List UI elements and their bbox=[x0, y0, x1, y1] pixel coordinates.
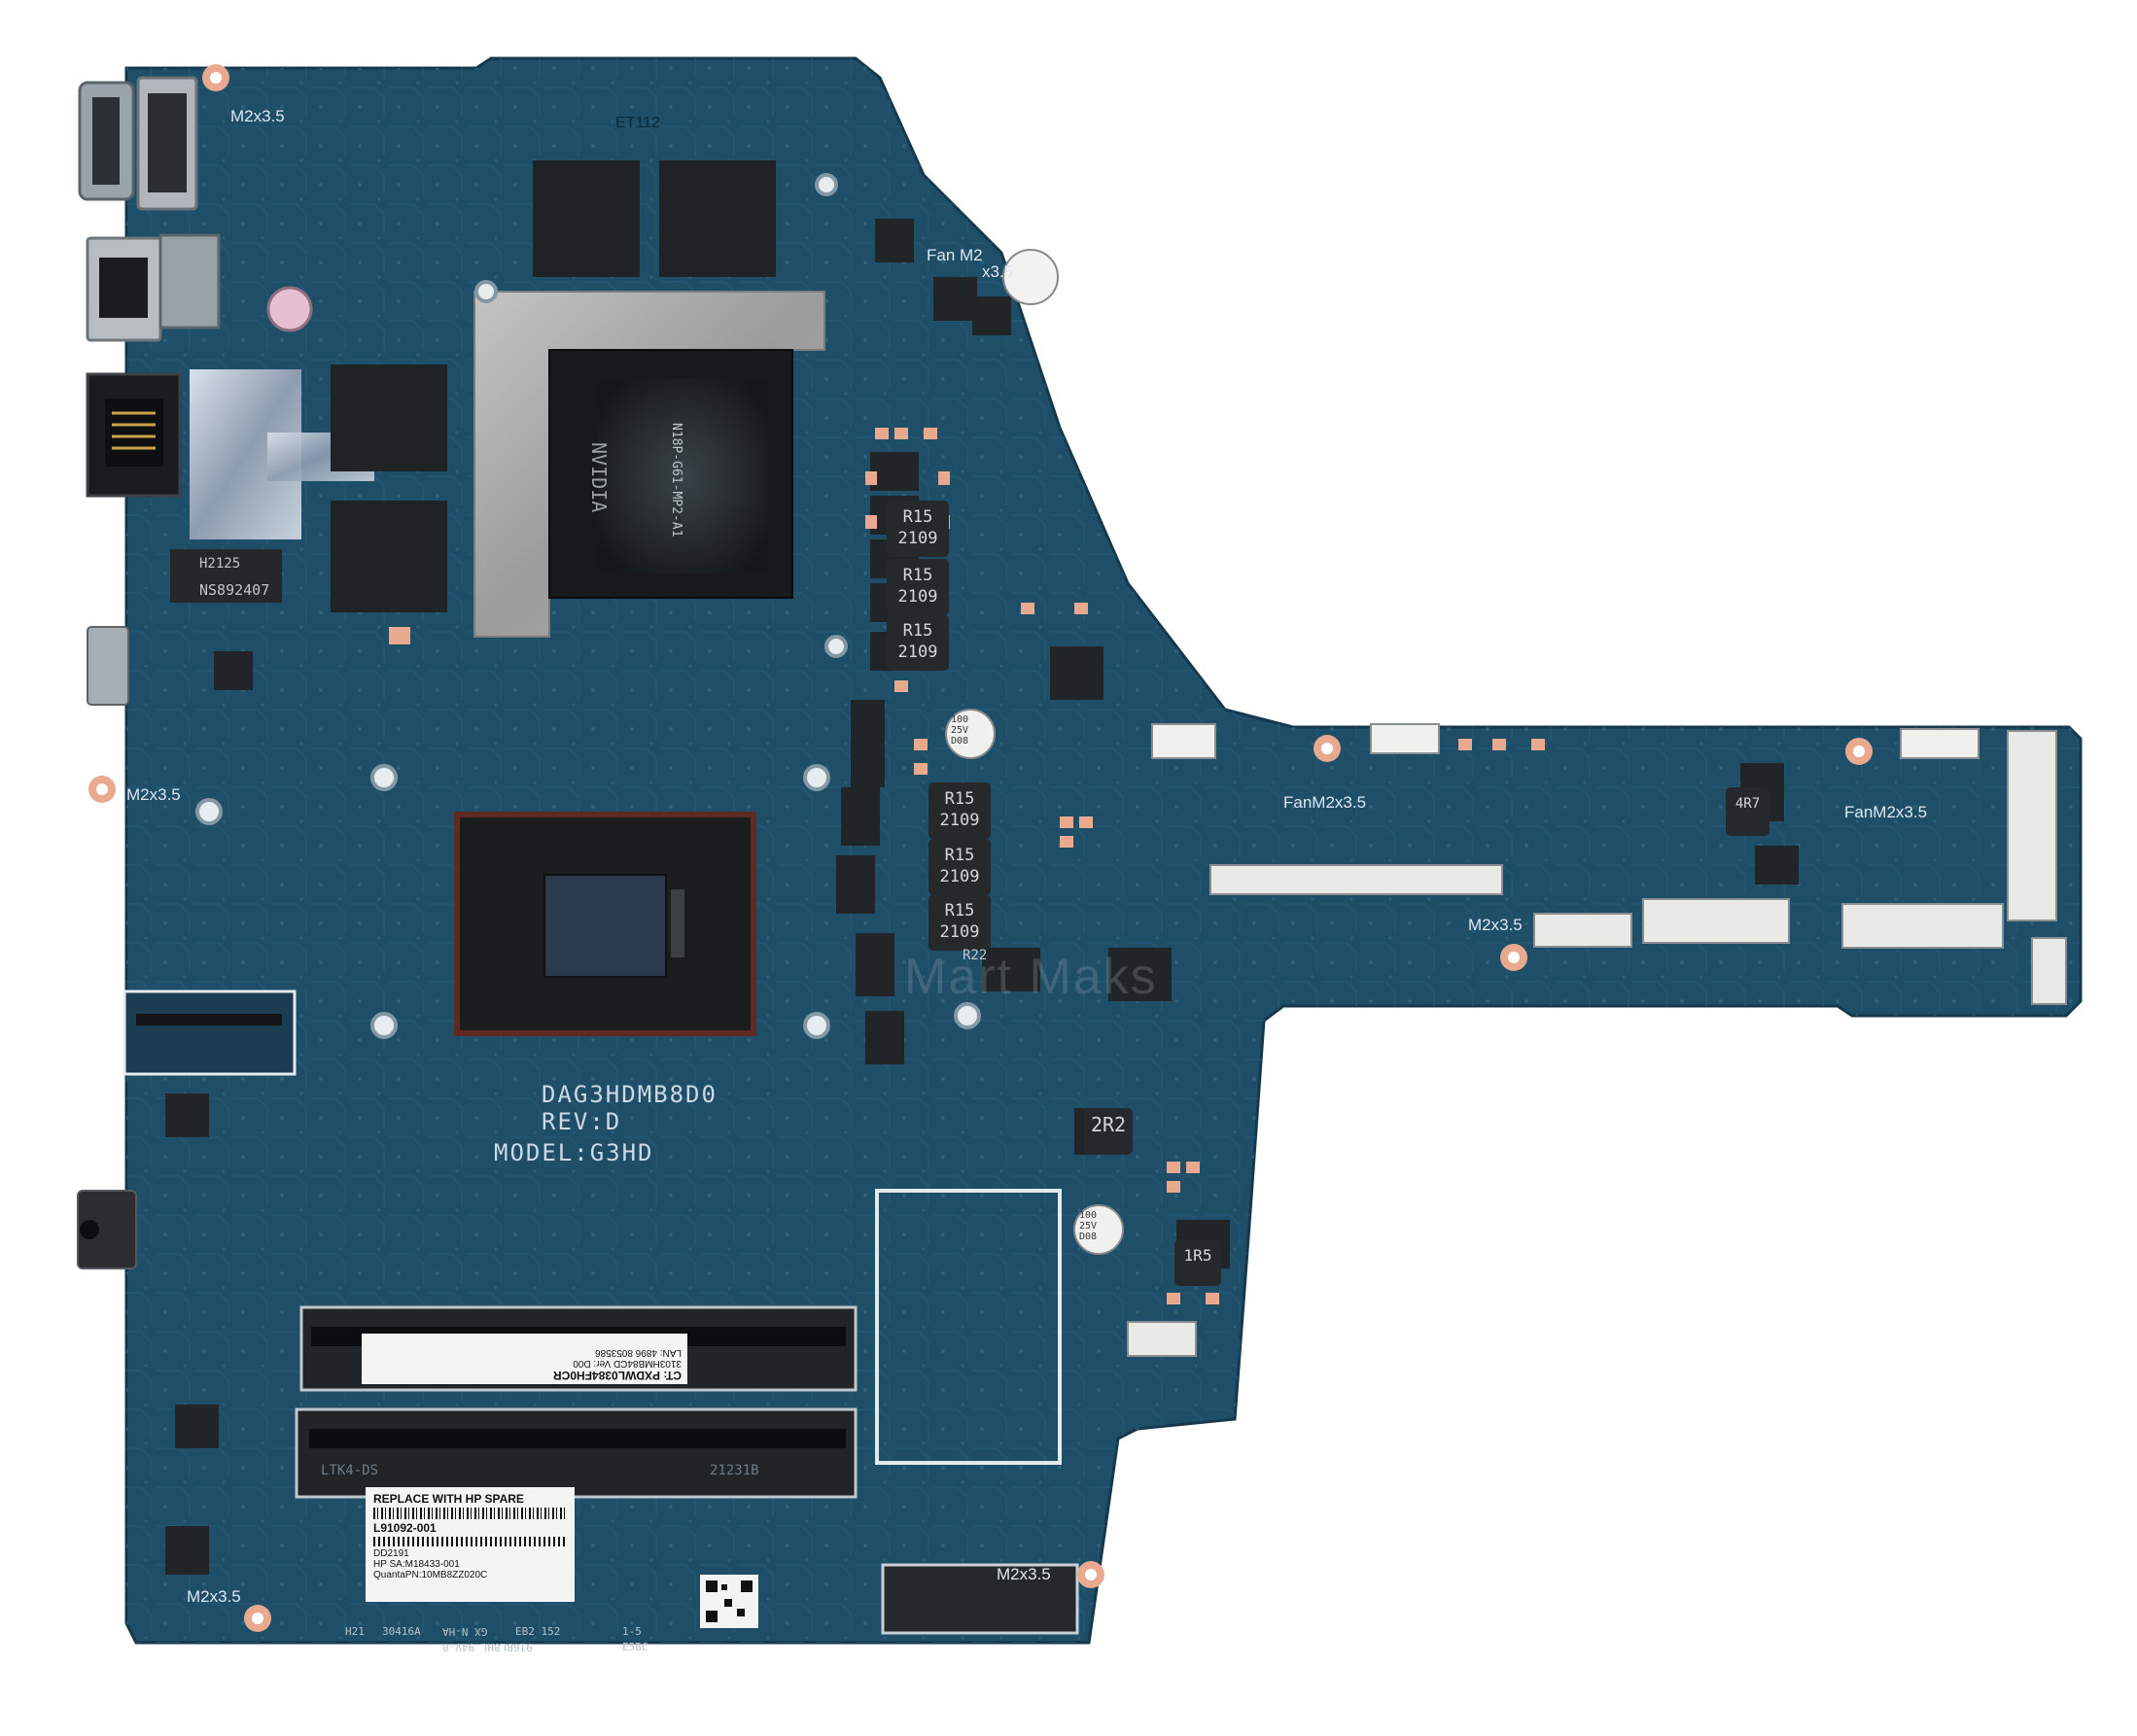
lan-chip-line2: NS892407 bbox=[199, 581, 270, 599]
inductor-r15: R15 2109 bbox=[887, 501, 949, 557]
board-model: MODEL:G3HD bbox=[494, 1139, 654, 1166]
small-capacitor bbox=[266, 286, 313, 332]
screw-label: M2x3.5 bbox=[1468, 916, 1523, 934]
vram-chip bbox=[331, 501, 447, 612]
fpc-connector bbox=[1642, 898, 1790, 944]
vram-chip bbox=[533, 160, 640, 277]
inductor-2r2: 2R2 bbox=[1084, 1108, 1133, 1155]
lan-chip-line1: H2125 bbox=[199, 556, 241, 572]
pcb-code: 1-5 bbox=[622, 1625, 642, 1638]
fan-label-size: x3.5 bbox=[982, 262, 1014, 281]
hp-label-line4: HP SA:M18433-001 bbox=[373, 1559, 460, 1570]
inductor-r15: R15 2109 bbox=[928, 782, 991, 839]
fan-label: FanM2x3.5 bbox=[1283, 793, 1367, 812]
barcode-label: CT: PXDWL0384FH0CR 3103HMB84CD Ver: D00 … bbox=[362, 1334, 687, 1384]
screw-label: M2x3.5 bbox=[187, 1587, 241, 1606]
edge-code: ET112 bbox=[615, 115, 660, 131]
fan-connector bbox=[1900, 728, 1979, 759]
sd-card-slot bbox=[158, 233, 221, 330]
fpc-connector bbox=[2007, 730, 2057, 921]
m2-slot-bottom bbox=[881, 1563, 1079, 1635]
m2-area-outline bbox=[875, 1189, 1062, 1465]
hp-label-line3: DD2191 bbox=[373, 1548, 409, 1559]
capacitor bbox=[945, 709, 996, 759]
pcb-code: 30416A bbox=[382, 1625, 421, 1638]
gpu-brand: NVIDIA bbox=[587, 442, 611, 513]
pcb-code: H21 bbox=[345, 1625, 365, 1638]
screw-label: M2x3.5 bbox=[126, 785, 181, 804]
hp-spare-label: REPLACE WITH HP SPARE L91092-001 DD2191 … bbox=[366, 1487, 575, 1602]
board-revision: REV:D bbox=[542, 1108, 622, 1135]
cpu-die bbox=[543, 874, 667, 978]
vram-chip bbox=[331, 365, 447, 471]
audio-jack bbox=[77, 1190, 137, 1269]
gpu-die bbox=[598, 379, 768, 573]
capacitor bbox=[1073, 1204, 1124, 1255]
vram-chip bbox=[659, 160, 776, 277]
screw-label: M2x3.5 bbox=[997, 1565, 1051, 1583]
hp-label-line5: QuantaPN:10MB8ZZ020C bbox=[373, 1570, 488, 1580]
round-sticker bbox=[1002, 249, 1059, 305]
inductor-r15: R15 2109 bbox=[928, 894, 991, 951]
fpc-connector bbox=[1127, 1321, 1197, 1357]
capacitor-marking: 100 25V D08 bbox=[1079, 1210, 1098, 1242]
ram-slot-bottom bbox=[295, 1407, 858, 1499]
watermark: Mart Maks bbox=[904, 949, 1158, 1005]
inductor-4r7: 4R7 bbox=[1726, 787, 1769, 836]
fpc-connector bbox=[1209, 864, 1503, 895]
ram-slot-marking: LTK4-DS bbox=[321, 1463, 379, 1478]
small-code: R22 bbox=[963, 948, 988, 963]
inductor-r15: R15 2109 bbox=[887, 559, 949, 615]
board-model-code: DAG3HDMB8D0 bbox=[542, 1081, 718, 1108]
fan-connector bbox=[1151, 723, 1216, 759]
fan-connector bbox=[1370, 723, 1440, 754]
inductor-1r5: 1R5 bbox=[1174, 1239, 1221, 1286]
mounting-holes bbox=[195, 173, 981, 1039]
hp-label-line2: L91092-001 bbox=[373, 1521, 437, 1535]
micro-usb-port bbox=[87, 626, 129, 706]
pcb-code: EB2 152 bbox=[515, 1625, 561, 1638]
barcode-label-line3: LAN: 4896 8053586 bbox=[595, 1347, 682, 1358]
barcode-label-ct: CT: PXDWL0384FH0CR bbox=[552, 1369, 682, 1382]
m2-slot-left bbox=[123, 990, 297, 1076]
fan-label: Fan M2 bbox=[927, 246, 983, 264]
fpc-connector bbox=[1533, 913, 1632, 948]
barcode-label-line2: 3103HMB84CD Ver: D00 bbox=[573, 1358, 682, 1369]
fpc-connector bbox=[1841, 903, 2004, 949]
screw-label: M2x3.5 bbox=[230, 107, 285, 125]
copper-pads bbox=[389, 428, 1545, 1304]
pcb-code: E5BC bbox=[622, 1641, 648, 1653]
pcb-code: 916BL8HL 94V-0 bbox=[442, 1641, 533, 1653]
gpu-part: N18P-G61-MP2-A1 bbox=[669, 423, 683, 538]
inductor-r15: R15 2109 bbox=[928, 839, 991, 895]
pcb-code: GX N-HA bbox=[442, 1625, 488, 1638]
hp-label-line1: REPLACE WITH HP SPARE bbox=[373, 1492, 524, 1506]
ram-slot-marking: 21231B bbox=[710, 1463, 759, 1478]
lan-transformer bbox=[170, 549, 282, 603]
inductor-r15: R15 2109 bbox=[887, 614, 949, 671]
capacitor-marking: 100 25V D08 bbox=[951, 714, 969, 746]
fan-label: FanM2x3.5 bbox=[1844, 803, 1928, 821]
fpc-connector bbox=[2031, 937, 2067, 1005]
